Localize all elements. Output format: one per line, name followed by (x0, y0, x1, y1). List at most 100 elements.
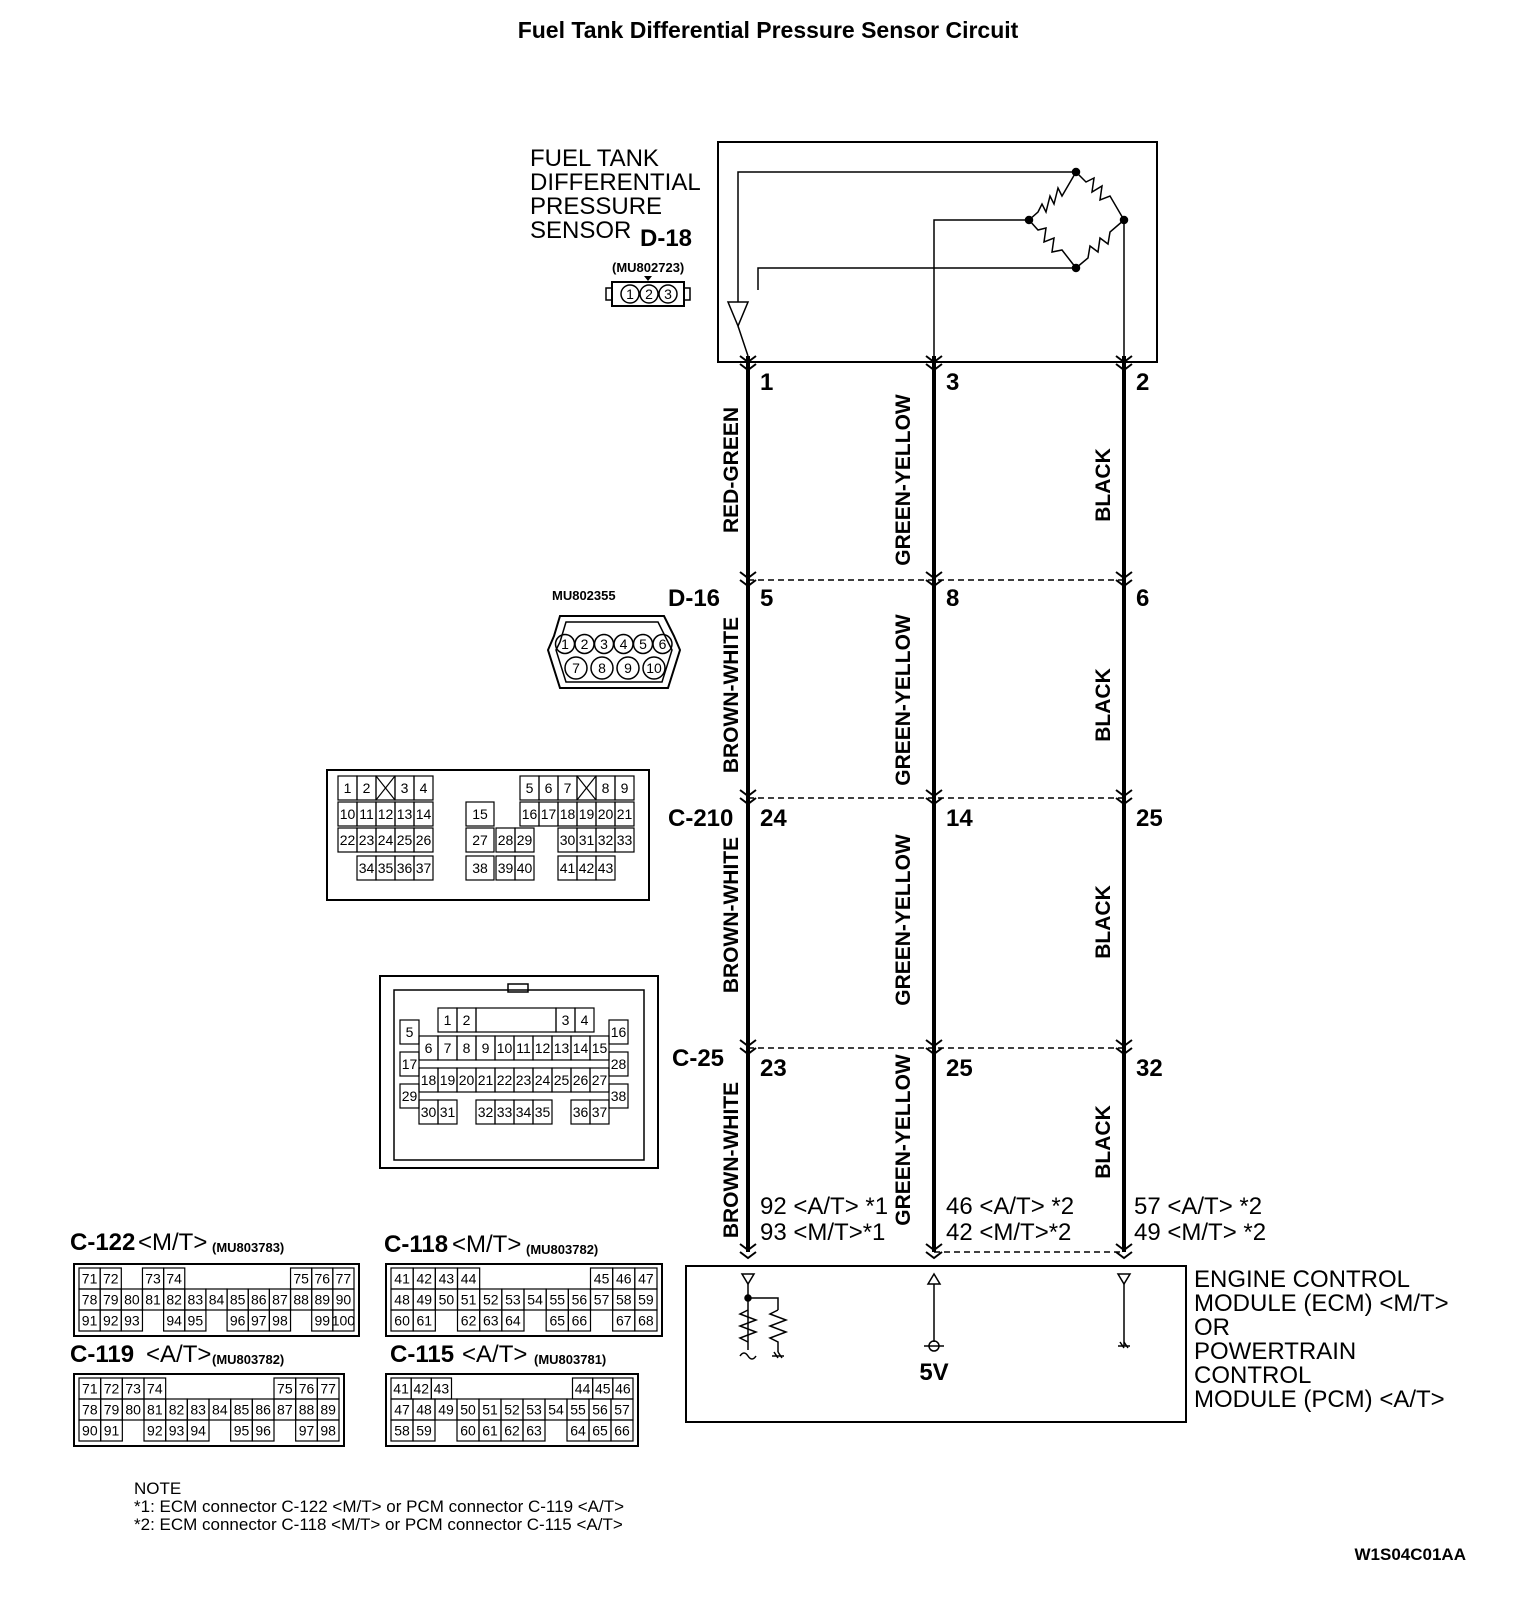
svg-text:63: 63 (526, 1423, 542, 1439)
svg-text:41: 41 (560, 860, 576, 876)
ecm-pin-cell: 59 (412, 1419, 436, 1442)
c210-pin-cell: 27 (465, 827, 495, 853)
ecm-pcm-module: ENGINE CONTROL MODULE (ECM) <M/T> OR POW… (685, 1265, 1449, 1423)
c25-pin-cell: 23 (513, 1067, 534, 1093)
ecm-pin-cell: 61 (478, 1419, 502, 1442)
c122-part-number: (MU803783) (212, 1240, 284, 1255)
c210-blank-cell (375, 775, 396, 801)
ecm-pin-cell: 92 (143, 1419, 167, 1442)
c25-pin-cell: 24 (532, 1067, 553, 1093)
c210-blank-cell (576, 775, 597, 801)
ecm-label-line-6: MODULE (PCM) <A/T> (1194, 1386, 1445, 1413)
diagram-title: Fuel Tank Differential Pressure Sensor C… (518, 17, 1019, 43)
svg-text:87: 87 (272, 1292, 288, 1308)
svg-text:5: 5 (526, 780, 534, 796)
svg-text:8: 8 (598, 660, 606, 676)
color-w3-seg3: BLACK (1092, 885, 1115, 959)
svg-text:17: 17 (541, 806, 557, 822)
svg-text:28: 28 (498, 832, 514, 848)
ecm-pin-cell: 47 (634, 1267, 658, 1290)
ecm-pin-cell: 79 (99, 1288, 122, 1311)
ecm-pin-cell: 87 (268, 1288, 292, 1311)
ecm-pin-cell: 76 (295, 1377, 318, 1400)
c25-pin-cell: 28 (608, 1051, 629, 1077)
c25-pin-cell: 3 (555, 1007, 576, 1033)
ecm-pin-cell: 62 (456, 1309, 481, 1332)
svg-text:35: 35 (535, 1104, 551, 1120)
svg-text:66: 66 (572, 1313, 588, 1329)
c210-pin-cell: 43 (595, 855, 616, 881)
svg-text:65: 65 (592, 1423, 608, 1439)
svg-text:83: 83 (190, 1402, 206, 1418)
c210-pin-cell: 9 (614, 775, 635, 801)
svg-text:23: 23 (516, 1072, 532, 1088)
c210-pin-cell: 36 (394, 855, 415, 881)
ecm-pin-cell: 89 (316, 1398, 340, 1421)
svg-text:55: 55 (549, 1292, 565, 1308)
svg-text:31: 31 (579, 832, 595, 848)
svg-text:61: 61 (482, 1423, 498, 1439)
ecm-pin-cell: 51 (456, 1288, 481, 1311)
ecm-pin-cell: 71 (78, 1267, 101, 1290)
svg-text:27: 27 (592, 1072, 608, 1088)
ecm-pin-cell: 90 (78, 1419, 102, 1442)
c210-pin-cell: 2 (356, 775, 377, 801)
ecm-internal-circuits (737, 1272, 1132, 1360)
c210-pin-cell: 12 (375, 801, 396, 827)
svg-text:51: 51 (461, 1292, 477, 1308)
ecm-pin-cell: 66 (610, 1419, 634, 1442)
c25-pin-cell: 33 (494, 1099, 515, 1125)
svg-text:72: 72 (103, 1271, 119, 1287)
c118-name: C-118 (384, 1231, 448, 1258)
ecm-pin-cell: 94 (186, 1419, 210, 1442)
ecm-pin-cell: 100 (332, 1309, 355, 1332)
c25-blank-cell (475, 1007, 557, 1033)
ecm-pin-cell: 83 (184, 1288, 207, 1311)
ecm-label-line-1: ENGINE CONTROL (1194, 1266, 1410, 1293)
svg-text:85: 85 (230, 1292, 246, 1308)
svg-text:41: 41 (394, 1271, 410, 1287)
svg-text:12: 12 (378, 806, 394, 822)
pin-c25-w3: 32 (1136, 1055, 1163, 1082)
svg-text:83: 83 (188, 1292, 204, 1308)
ecm-pin-cell: 74 (143, 1377, 167, 1400)
c210-pin-cell: 7 (557, 775, 578, 801)
svg-text:18: 18 (560, 806, 576, 822)
ecm-pin-cell: 49 (434, 1398, 458, 1421)
ecm-pin-cell: 67 (612, 1309, 636, 1332)
svg-text:5: 5 (639, 636, 647, 652)
ecm-pin-w1-at: 92 <A/T> *1 (760, 1193, 888, 1220)
svg-text:12: 12 (535, 1040, 551, 1056)
color-w3-seg2: BLACK (1092, 668, 1115, 742)
svg-text:92: 92 (103, 1313, 119, 1329)
ecm-label-line-4: POWERTRAIN (1194, 1338, 1356, 1365)
c210-pin-cell: 21 (614, 801, 635, 827)
c210-pin-cell: 19 (576, 801, 597, 827)
svg-text:75: 75 (293, 1271, 309, 1287)
ecm-pin-cell: 82 (165, 1398, 188, 1421)
ecm-pin-cell: 83 (186, 1398, 210, 1421)
ecm-pin-cell: 41 (390, 1267, 414, 1290)
svg-text:33: 33 (617, 832, 633, 848)
c210-pin-cell: 39 (495, 855, 516, 881)
ecm-pin-cell: 98 (316, 1419, 340, 1442)
svg-text:43: 43 (439, 1271, 455, 1287)
d16-part-number: MU802355 (552, 588, 616, 603)
ecm-pin-cell: 68 (634, 1309, 658, 1332)
svg-text:7: 7 (572, 660, 580, 676)
ecm-pin-w3-mt: 49 <M/T> *2 (1134, 1219, 1266, 1246)
c210-pin-cell: 38 (465, 855, 495, 881)
ecm-pin-cell: 42 (412, 1267, 436, 1290)
ecm-pin-cell: 64 (566, 1419, 590, 1442)
svg-text:84: 84 (212, 1402, 228, 1418)
svg-text:53: 53 (505, 1292, 521, 1308)
color-w2-seg3: GREEN-YELLOW (892, 834, 915, 1006)
svg-text:2: 2 (463, 1012, 471, 1028)
note-line-2: *2: ECM connector C-118 <M/T> or PCM con… (134, 1515, 623, 1534)
note-block: NOTE *1: ECM connector C-122 <M/T> or PC… (134, 1479, 624, 1534)
ecm-pin-cell: 58 (390, 1419, 414, 1442)
figure-code: W1S04C01AA (1355, 1545, 1467, 1564)
ecm-pin-cell: 97 (295, 1419, 318, 1442)
svg-text:26: 26 (573, 1072, 589, 1088)
